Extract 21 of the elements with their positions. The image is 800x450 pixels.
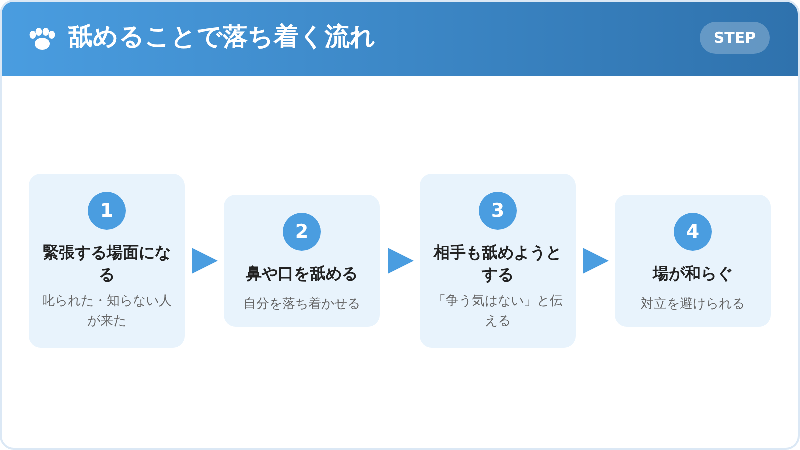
step-heading: 緊張する場面になる [42,242,172,286]
step-description: 自分を落ち着かせる [242,296,362,314]
step-number: 2 [283,213,321,251]
step-badge: STEP [700,22,770,54]
title: 舐めることで落ち着く流れ [68,21,376,53]
step-heading: 鼻や口を舐める [245,263,359,285]
step-heading: 相手も舐めようとする [432,242,563,286]
step-number: 4 [674,213,712,251]
step-heading: 場が和らぐ [652,263,734,285]
arrow [192,248,218,274]
step-number: 3 [479,192,517,230]
step-description: 「争う気はない」と伝える [432,293,564,331]
arrow [388,248,414,274]
step-card [420,174,576,348]
arrow [583,248,609,274]
step-card [224,195,380,327]
step-number: 1 [88,192,126,230]
step-description: 叱られた・知らない人が来た [41,293,173,331]
step-card [615,195,771,327]
step-description: 対立を避けられる [640,296,746,314]
step-card [29,174,185,348]
